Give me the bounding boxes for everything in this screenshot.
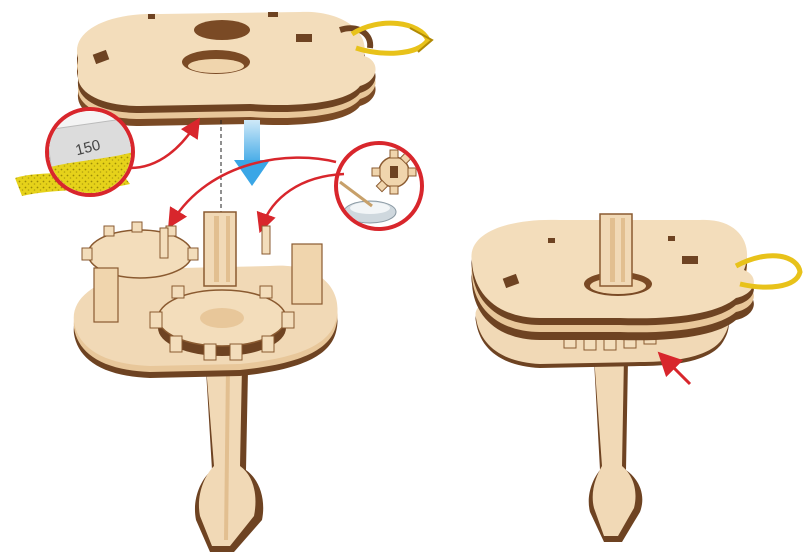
- left-handle: [195, 366, 263, 552]
- blue-down-arrow-icon: [234, 120, 270, 186]
- closed-assembly: [471, 214, 800, 542]
- front-gear-icon: [150, 286, 294, 360]
- yellow-string-icon: [352, 23, 428, 53]
- post-left: [94, 268, 118, 322]
- lid-slot-right-icon: [296, 34, 312, 42]
- post-right: [292, 244, 322, 304]
- top-lid-piece: [77, 12, 432, 126]
- lid-hole-upper-icon: [194, 20, 250, 40]
- right-shaft: [600, 214, 632, 286]
- right-handle: [589, 356, 643, 542]
- open-mechanism-assembly: [74, 212, 338, 552]
- central-shaft: [204, 212, 236, 286]
